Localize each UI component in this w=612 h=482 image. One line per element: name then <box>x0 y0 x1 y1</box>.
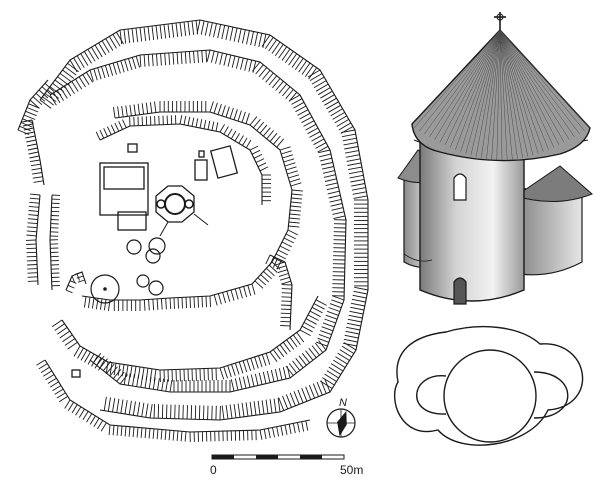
apse-right-roof <box>514 165 593 203</box>
outer-rampart <box>39 19 369 421</box>
plan-apse-right <box>533 371 569 419</box>
window-upper <box>453 173 467 201</box>
window-lower <box>453 277 467 305</box>
west-bank-inner <box>49 194 61 291</box>
plan-nave <box>443 349 537 443</box>
tilted-building <box>209 145 239 179</box>
plateau-edge <box>95 115 271 205</box>
north-west-bank <box>22 119 45 186</box>
rotunda-nave-circle <box>164 193 186 215</box>
building-foundations <box>71 143 239 378</box>
north-arrow: N <box>326 397 356 438</box>
lower-rim <box>51 295 327 383</box>
inner-enclosure-wall <box>81 101 303 311</box>
large-building-outline <box>99 162 149 216</box>
rampart-hachures <box>17 19 369 443</box>
rotunda-plan-marker <box>155 185 209 237</box>
octagonal-enclosure <box>155 185 195 223</box>
gate-mound <box>65 271 87 294</box>
circular-features <box>90 237 166 304</box>
large-building-inner <box>103 166 145 190</box>
rotunda-drum <box>419 133 525 302</box>
roof-cross <box>494 12 506 30</box>
scale-end-label: 50m <box>340 463 363 477</box>
small-hut-2 <box>71 369 81 378</box>
rotunda-elevation-drawing <box>397 12 593 305</box>
small-room <box>194 159 208 181</box>
east-notch <box>265 254 293 331</box>
rotunda-apse-left <box>156 199 166 209</box>
north-label: N <box>339 397 347 409</box>
lower-terrace <box>36 359 311 443</box>
plan-apse-left <box>416 375 447 415</box>
annex-room <box>117 211 147 231</box>
rotunda-apse-right <box>184 199 194 209</box>
outer-rampart-tail <box>17 79 55 135</box>
tiny-square <box>198 150 205 158</box>
small-hut <box>127 143 138 153</box>
scale-start-label: 0 <box>210 463 217 477</box>
west-bank <box>25 193 41 286</box>
scale-bar: 0 50m <box>210 454 363 477</box>
second-rampart <box>49 49 347 393</box>
hillfort-site-plan: N 0 50m <box>17 19 369 477</box>
rotunda-ground-plan <box>394 325 584 446</box>
plan-outer-wall <box>394 325 584 446</box>
